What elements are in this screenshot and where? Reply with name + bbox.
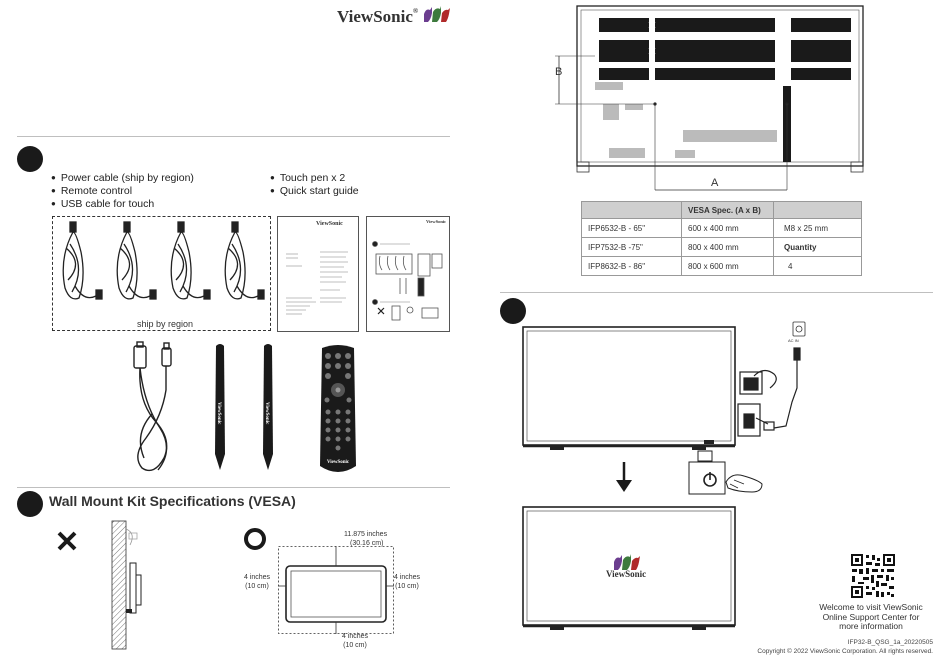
guide-page-text-icon xyxy=(286,251,348,315)
display-on-diagram xyxy=(522,506,736,630)
table-cell: M8 x 25 mm xyxy=(773,218,862,238)
section-divider-power xyxy=(500,292,933,293)
contents-item: Quick start guide xyxy=(270,185,359,198)
rear-panel-diagram xyxy=(555,5,864,191)
table-cell: 800 x 600 mm xyxy=(681,256,774,276)
support-center-text: Welcome to visit ViewSonic Online Suppor… xyxy=(806,602,936,632)
left-clearance-label: 4 inches (10 cm) xyxy=(240,573,274,591)
document-code: IFP32-B_QSG_1a_20220505 xyxy=(847,639,933,646)
guide-page-brand: ViewSonic xyxy=(316,221,343,227)
screen-brand: ViewSonic xyxy=(606,569,647,579)
power-button-diagram[interactable] xyxy=(688,450,764,508)
table-cell: 600 x 400 mm xyxy=(681,218,774,238)
top-clearance-cm: (30.16 cm) xyxy=(350,540,384,547)
left-clearance-cm: (10 cm) xyxy=(245,583,269,590)
guide-back-brand: ViewSonic xyxy=(426,219,447,224)
vesa-spec-table: VESA Spec. (A x B) IFP6532-B - 65" 600 x… xyxy=(581,201,862,276)
table-row: IFP7532-B -75" 800 x 400 mm Quantity xyxy=(581,237,862,257)
table-cell: IFP8632-B - 86" xyxy=(581,256,682,276)
wall-mount-incorrect-diagram xyxy=(111,520,142,650)
down-arrow-icon xyxy=(616,462,632,492)
birds-logo-icon xyxy=(424,6,450,22)
contents-item: Remote control xyxy=(51,185,194,198)
pen-brand: ViewSonic xyxy=(264,402,269,425)
brand-reg: ® xyxy=(412,7,419,15)
right-clearance-in: 4 inches xyxy=(393,574,421,581)
contents-item: Power cable (ship by region) xyxy=(51,172,194,185)
power-cable-connection-icon xyxy=(737,347,801,437)
support-line: Welcome to visit ViewSonic xyxy=(819,602,923,612)
table-header-cell: VESA Spec. (A x B) xyxy=(681,201,774,219)
usb-cable-icon xyxy=(133,341,172,472)
cable-caption: ship by region xyxy=(136,319,194,329)
step-marker-vesa xyxy=(17,491,43,517)
contents-item: Touch pen x 2 xyxy=(270,172,359,185)
dimension-label-a: A xyxy=(711,177,719,189)
contents-list-left: Power cable (ship by region) Remote cont… xyxy=(51,172,194,211)
ac-in-label: AC IN xyxy=(788,338,799,343)
brand-logo: ViewSonic® xyxy=(337,7,418,27)
dimension-label-b: B xyxy=(555,66,563,78)
bottom-clearance-label: 4 inches (10 cm) xyxy=(337,632,373,650)
table-row: IFP6532-B - 65" 600 x 400 mm M8 x 25 mm xyxy=(581,218,862,238)
table-row: IFP8632-B - 86" 800 x 600 mm 4 xyxy=(581,256,862,276)
top-clearance-in: 11.875 inches xyxy=(344,531,388,538)
table-header-cell xyxy=(581,201,682,219)
right-clearance-label: 4 inches (10 cm) xyxy=(390,573,424,591)
table-cell: 800 x 400 mm xyxy=(681,237,774,257)
wall-mount-clearance-diagram xyxy=(278,546,394,634)
copyright-text: Copyright © 2022 ViewSonic Corporation. … xyxy=(757,648,933,655)
remote-control-icon: ViewSonic xyxy=(320,345,356,472)
power-cable-box xyxy=(52,216,271,331)
pen-brand: ViewSonic xyxy=(216,402,221,425)
display-off-diagram xyxy=(522,326,736,450)
support-line: Online Support Center for xyxy=(822,611,920,622)
top-clearance-label: 11.875 inches (30.16 cm) xyxy=(344,530,398,548)
right-clearance-cm: (10 cm) xyxy=(395,583,419,590)
left-clearance-in: 4 inches xyxy=(243,574,271,581)
table-cell: IFP6532-B - 65" xyxy=(581,218,682,238)
brand-name: ViewSonic xyxy=(337,7,413,26)
power-cable-icon xyxy=(62,221,265,300)
bottom-clearance-cm: (10 cm) xyxy=(343,642,367,649)
touch-pen-icon: ViewSonic xyxy=(215,344,225,470)
vesa-section-title: Wall Mount Kit Specifications (VESA) xyxy=(49,493,296,509)
table-cell: IFP7532-B -75" xyxy=(581,237,682,257)
section-divider-top xyxy=(17,136,450,137)
bottom-clearance-in: 4 inches xyxy=(341,633,369,640)
qr-code-icon[interactable] xyxy=(850,553,896,599)
section-divider-vesa xyxy=(17,487,450,488)
guide-page-front xyxy=(277,216,359,332)
contents-item: USB cable for touch xyxy=(51,198,194,211)
guide-back-diagram-icon xyxy=(372,241,443,321)
touch-pen-icon: ViewSonic xyxy=(263,344,273,470)
table-cell: 4 xyxy=(773,256,862,276)
step-marker-contents xyxy=(17,146,43,172)
correct-circle-icon xyxy=(244,528,266,550)
wall-outlet-icon xyxy=(792,321,806,337)
table-header-cell xyxy=(773,201,862,219)
remote-brand: ViewSonic xyxy=(327,460,350,465)
support-line: more information xyxy=(839,621,903,631)
contents-list-right: Touch pen x 2 Quick start guide xyxy=(270,172,359,198)
step-marker-power xyxy=(500,298,526,324)
table-cell: Quantity xyxy=(773,237,862,257)
table-header-row: VESA Spec. (A x B) xyxy=(581,201,862,219)
incorrect-x-icon xyxy=(57,531,77,551)
